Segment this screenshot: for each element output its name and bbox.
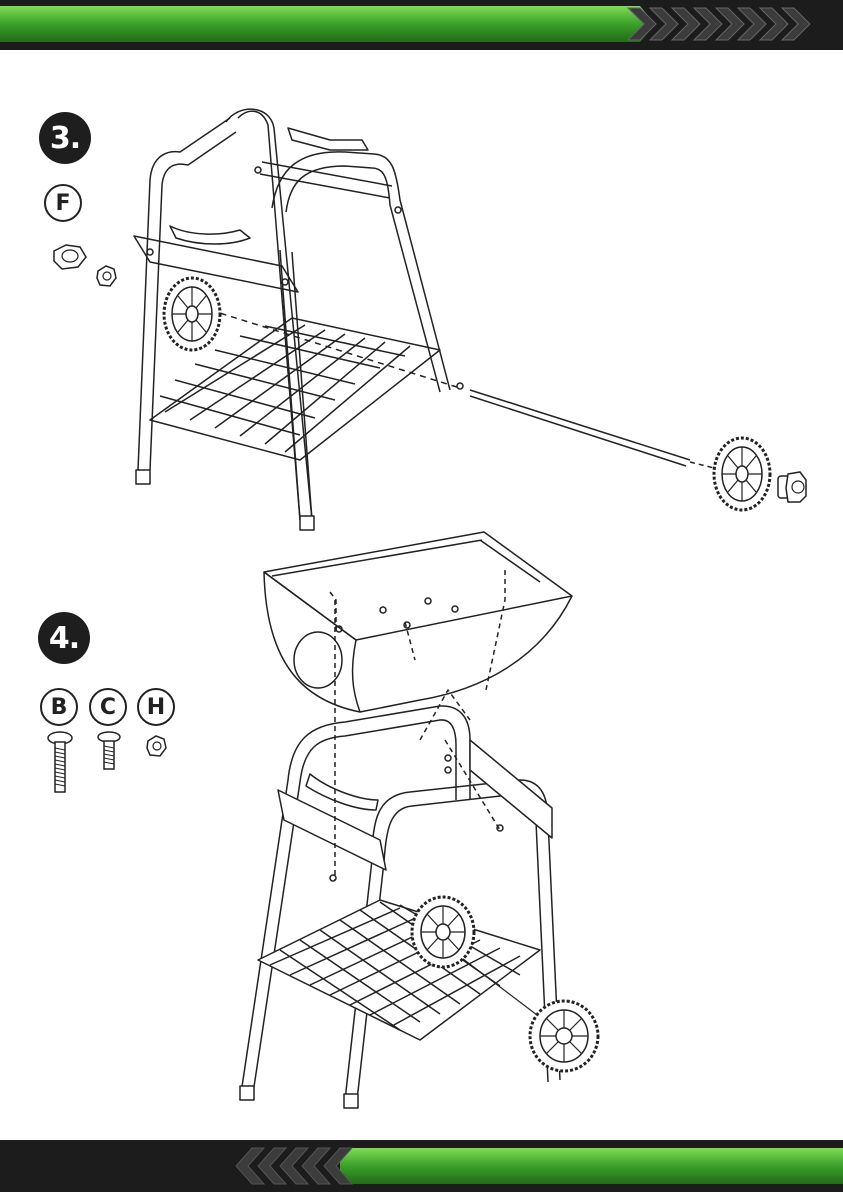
- footer-band: [0, 1140, 843, 1192]
- wheel-icon: [526, 998, 602, 1074]
- wheel-icon: [408, 894, 478, 970]
